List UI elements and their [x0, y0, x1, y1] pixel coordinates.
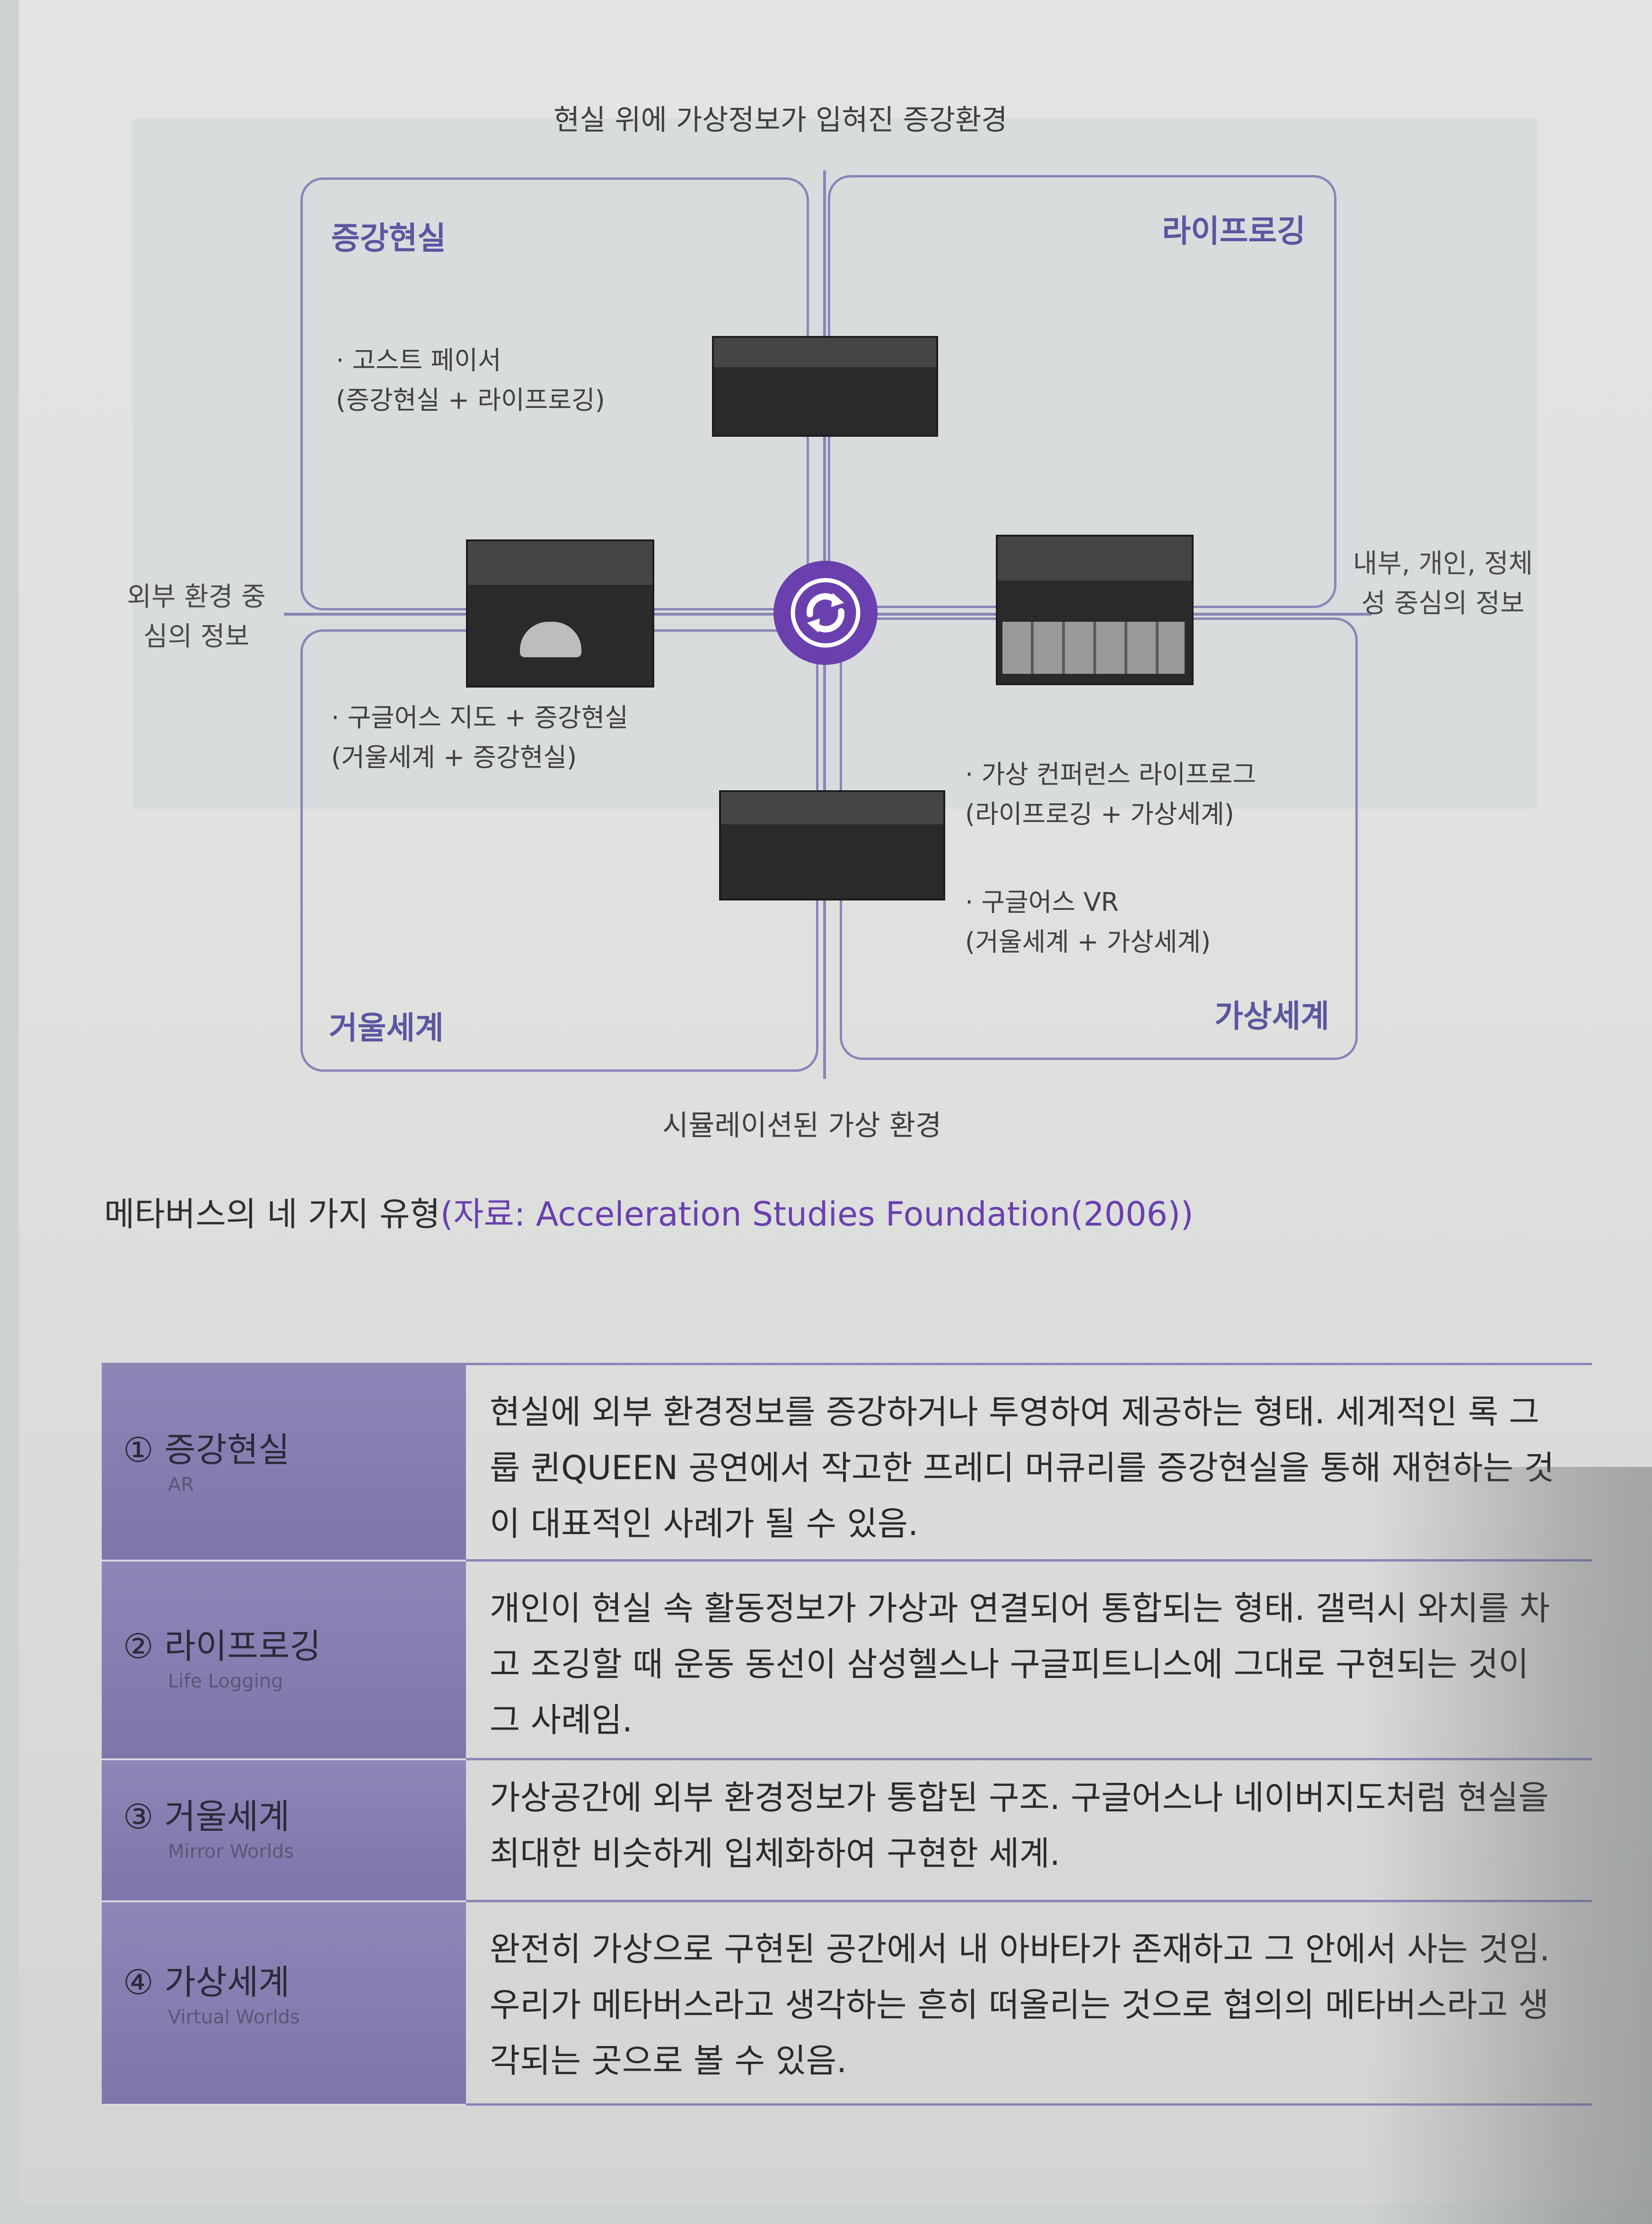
row-subtitle: Life Logging	[168, 1670, 283, 1692]
quadrant-label: 거울세계	[329, 1010, 444, 1046]
row-description: 개인이 현실 속 활동정보가 가상과 연결되어 통합되는 형태. 갤럭시 와치를…	[490, 1589, 1550, 1739]
figure-caption: 메타버스의 네 가지 유형(자료: Acceleration Studies F…	[104, 1188, 1194, 1236]
caption-source: (자료: Acceleration Studies Foundation(200…	[440, 1195, 1194, 1234]
quadrant-label: 증강현실	[331, 220, 446, 256]
figure-right-label: 내부, 개인, 정체성 중심의 정보	[1353, 548, 1533, 619]
row-header: ② 라이프로깅 Life Logging	[102, 1562, 466, 1760]
sync-icon	[773, 561, 878, 665]
photo-google-earth-vr	[719, 790, 945, 900]
row-header: ① 증강현실 AR	[102, 1363, 466, 1562]
table-row: ② 라이프로깅 Life Logging 개인이 현실 속 활동정보가 가상과 …	[102, 1562, 1592, 1760]
row-title: ② 라이프로깅	[123, 1626, 321, 1666]
figure-left-label: 외부 환경 중심의 정보	[127, 582, 266, 652]
figure-top-label: 현실 위에 가상정보가 입혀진 증강환경	[554, 104, 1008, 137]
row-subtitle: AR	[168, 1474, 194, 1496]
row-description-cell: 현실에 외부 환경정보를 증강하거나 투영하여 제공하는 형태. 세계적인 록 …	[466, 1363, 1592, 1562]
quadrant-virtual-worlds: 가상세계 · 가상 컨퍼런스 라이프로그 (라이프로깅 + 가상세계) · 구글…	[840, 618, 1358, 1060]
figure-background	[132, 118, 1538, 809]
table-row: ① 증강현실 AR 현실에 외부 환경정보를 증강하거나 투영하여 제공하는 형…	[102, 1363, 1592, 1562]
photo-virtual-conference	[996, 535, 1194, 685]
caption-main: 메타버스의 네 가지 유형	[104, 1195, 440, 1234]
table-row: ④ 가상세계 Virtual Worlds 완전히 가상으로 구현된 공간에서 …	[102, 1902, 1592, 2106]
row-title: ③ 거울세계	[123, 1797, 290, 1836]
row-title: ④ 가상세계	[123, 1962, 290, 2002]
photo-ghost-pacer	[712, 336, 938, 437]
book-page: 현실 위에 가상정보가 입혀진 증강환경 증강현실 · 고스트 페이서 (증강현…	[19, 0, 1652, 2224]
row-subtitle: Mirror Worlds	[168, 1841, 294, 1862]
quadrant-label: 라이프로깅	[1162, 213, 1306, 249]
metaverse-types-table: ① 증강현실 AR 현실에 외부 환경정보를 증강하거나 투영하여 제공하는 형…	[102, 1363, 1592, 2106]
row-description: 완전히 가상으로 구현된 공간에서 내 아바타가 존재하고 그 안에서 사는 것…	[490, 1930, 1550, 2080]
row-description-cell: 가상공간에 외부 환경정보가 통합된 구조. 구글어스나 네이버지도처럼 현실을…	[466, 1760, 1592, 1902]
row-header: ④ 가상세계 Virtual Worlds	[102, 1902, 466, 2106]
row-description: 가상공간에 외부 환경정보가 통합된 구조. 구글어스나 네이버지도처럼 현실을…	[490, 1778, 1549, 1873]
quadrant-augmented-reality: 증강현실 · 고스트 페이서 (증강현실 + 라이프로깅)	[300, 177, 809, 610]
table-row: ③ 거울세계 Mirror Worlds 가상공간에 외부 환경정보가 통합된 …	[102, 1760, 1592, 1902]
photo-google-earth-ar	[466, 539, 654, 688]
figure-bottom-label: 시뮬레이션된 가상 환경	[662, 1109, 942, 1142]
quadrant-note: · 고스트 페이서 (증강현실 + 라이프로깅)	[336, 345, 605, 415]
row-subtitle: Virtual Worlds	[168, 2006, 300, 2028]
quadrant-note: · 구글어스 지도 + 증강현실 (거울세계 + 증강현실)	[331, 703, 628, 772]
row-description-cell: 개인이 현실 속 활동정보가 가상과 연결되어 통합되는 형태. 갤럭시 와치를…	[466, 1562, 1592, 1760]
row-description-cell: 완전히 가상으로 구현된 공간에서 내 아바타가 존재하고 그 안에서 사는 것…	[466, 1902, 1592, 2106]
row-header: ③ 거울세계 Mirror Worlds	[102, 1760, 466, 1902]
quadrant-note: · 가상 컨퍼런스 라이프로그 (라이프로깅 + 가상세계)	[965, 759, 1257, 829]
row-title: ① 증강현실	[123, 1430, 290, 1470]
quadrant-label: 가상세계	[1214, 998, 1329, 1034]
row-description: 현실에 외부 환경정보를 증강하거나 투영하여 제공하는 형태. 세계적인 록 …	[490, 1393, 1555, 1543]
quadrant-note: · 구글어스 VR (거울세계 + 가상세계)	[965, 887, 1211, 957]
